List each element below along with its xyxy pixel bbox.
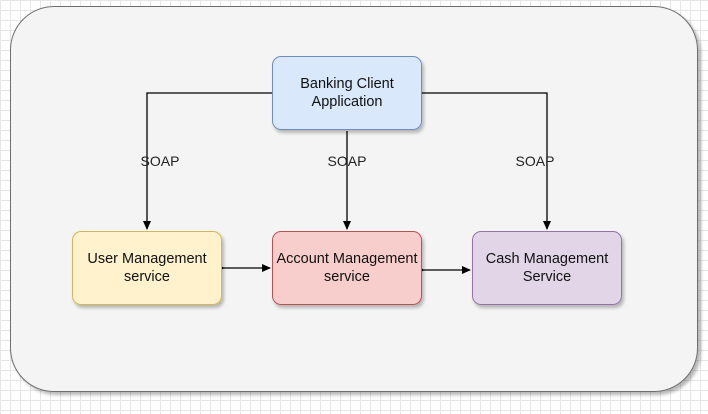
- node-label: Banking Client Application: [300, 76, 394, 110]
- node-account-management-service[interactable]: Account Management service: [272, 231, 422, 305]
- edge-label-client-account: SOAP: [327, 153, 367, 169]
- edge-label-client-cash: SOAP: [515, 153, 555, 169]
- edge-label-client-user: SOAP: [140, 153, 180, 169]
- edge-client-to-cash: [422, 92, 551, 230]
- edge-client-to-user: [143, 92, 272, 230]
- node-label: Account Management service: [276, 251, 418, 285]
- node-cash-management-service[interactable]: Cash Management Service: [472, 231, 622, 305]
- node-banking-client-application[interactable]: Banking Client Application: [272, 56, 422, 130]
- node-user-management-service[interactable]: User Management service: [72, 231, 222, 305]
- node-label: Cash Management Service: [485, 251, 609, 285]
- node-label: User Management service: [87, 251, 207, 285]
